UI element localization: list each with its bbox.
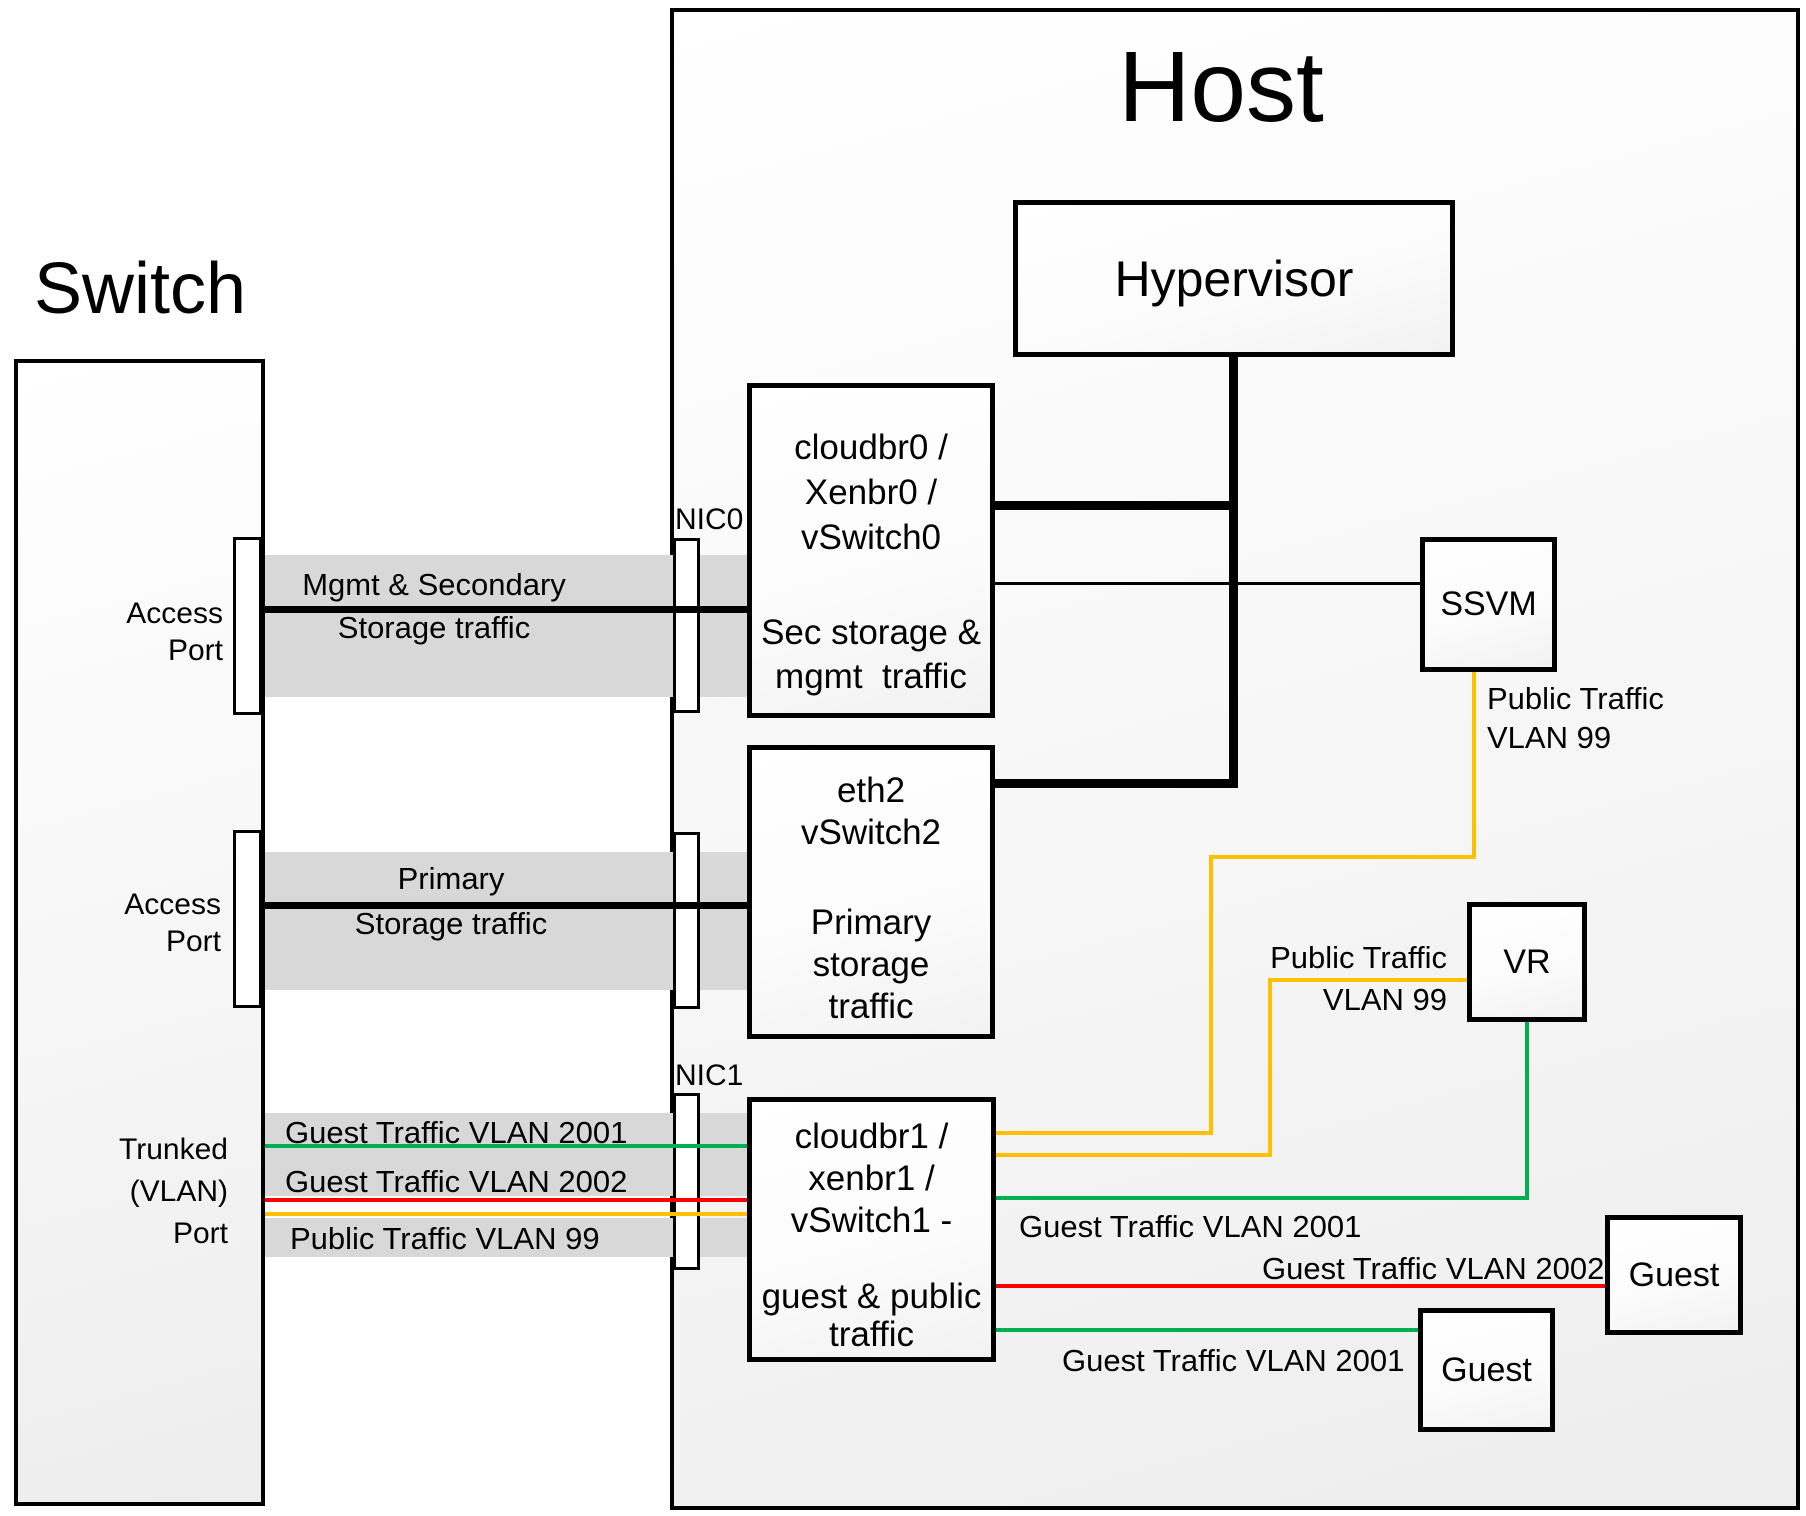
- access-port-top-label-line2: Port: [167, 634, 223, 667]
- guest2-green-line: [996, 1328, 1418, 1332]
- nic1-label: NIC1: [675, 1059, 744, 1092]
- trunked-port-label-line1: Trunked: [119, 1133, 228, 1166]
- bridge1-box: cloudbr1 / xenbr1 / vSwitch1 - guest & p…: [747, 1097, 996, 1362]
- ssvm-box: SSVM: [1420, 537, 1557, 672]
- eth2-text-line4: storage: [812, 945, 930, 984]
- eth2-box: eth2 vSwitch2 Primary storage traffic: [747, 745, 995, 1039]
- ssvm-public-label-line1: Public Traffic: [1487, 681, 1664, 716]
- guest2-label: Guest: [1441, 1350, 1532, 1389]
- vr-label: VR: [1503, 942, 1551, 981]
- switch-box: [14, 359, 265, 1506]
- bridge1-text-line3: vSwitch1 -: [790, 1201, 953, 1240]
- switch-access-port-top-rect: [233, 537, 262, 715]
- access-port-bottom-label-line1: Access: [124, 888, 221, 921]
- vr-guest-line-v: [1525, 1022, 1529, 1200]
- vr-public-line-v1: [1268, 978, 1272, 1157]
- trunked-port-label: Trunked (VLAN) Port: [68, 1129, 228, 1255]
- vr-public-label-line1: Public Traffic: [1270, 940, 1447, 975]
- bridge1-text-line5: traffic: [829, 1315, 914, 1354]
- guest1-traffic-label: Guest Traffic VLAN 2002: [1262, 1251, 1605, 1286]
- eth2-hypervisor-link-line: [995, 779, 1238, 788]
- ssvm-label: SSVM: [1440, 585, 1537, 623]
- access-port-top-label-line1: Access: [126, 597, 223, 630]
- guest1-red-line: [996, 1284, 1605, 1288]
- guest-traffic-band: [265, 1113, 747, 1196]
- vr-public-line-h2: [996, 1153, 1270, 1157]
- bridge1-text-line1: cloudbr1 /: [794, 1117, 949, 1156]
- eth2-port-rect: [673, 832, 700, 1009]
- ssvm-public-line-h2: [996, 1131, 1211, 1135]
- hypervisor-trunk-vertical-line: [1229, 357, 1238, 786]
- bridge1-text-line4: guest & public: [761, 1277, 982, 1316]
- trunked-port-label-line2: (VLAN): [129, 1175, 228, 1208]
- eth2-text-line2: vSwitch2: [800, 813, 942, 852]
- nic1-port-rect: [673, 1093, 700, 1270]
- yellow-vlan99-switch-line: [265, 1212, 747, 1216]
- primary-traffic-band: [265, 852, 747, 990]
- bridge0-hypervisor-link-line: [995, 501, 1238, 510]
- nic0-port-rect: [673, 538, 700, 713]
- switch-title: Switch: [33, 249, 247, 329]
- bridge0-text-line2: Xenbr0 /: [804, 473, 938, 512]
- vr-guest-line-h: [996, 1196, 1527, 1200]
- host-title: Host: [1118, 31, 1324, 143]
- bridge0-text-line4: Sec storage &: [761, 613, 981, 652]
- access-port-bottom-label: Access Port: [61, 886, 221, 960]
- eth2-text-line1: eth2: [836, 771, 906, 810]
- guest1-box: Guest: [1605, 1215, 1743, 1335]
- hypervisor-box: Hypervisor: [1013, 200, 1455, 357]
- bridge0-text-line1: cloudbr0 /: [794, 428, 948, 467]
- mgmt-band-label-line1: Mgmt & Secondary: [302, 567, 566, 602]
- primary-band-label-line2: Storage traffic: [354, 906, 548, 941]
- bridge0-box: cloudbr0 / Xenbr0 / vSwitch0 Sec storage…: [747, 383, 995, 718]
- vr-box: VR: [1467, 902, 1587, 1022]
- guest2-traffic-label: Guest Traffic VLAN 2001: [1062, 1343, 1405, 1378]
- primary-band-label-line1: Primary: [397, 861, 505, 896]
- eth2-text-line5: traffic: [828, 987, 914, 1026]
- vr-guest-traffic-label: Guest Traffic VLAN 2001: [1019, 1209, 1362, 1244]
- access-port-bottom-label-line2: Port: [165, 925, 221, 958]
- primary-storage-link-line: [262, 902, 749, 909]
- mgmt-traffic-band: [265, 555, 747, 697]
- trunk-vlan2002-label: Guest Traffic VLAN 2002: [285, 1164, 628, 1199]
- bridge0-text-line3: vSwitch0: [800, 518, 942, 557]
- bridge0-text-line5: mgmt traffic: [775, 657, 967, 696]
- hypervisor-label: Hypervisor: [1114, 250, 1354, 307]
- vr-public-line-h1: [1268, 978, 1467, 982]
- ssvm-public-line-v1: [1472, 672, 1476, 859]
- red-vlan2002-switch-line: [265, 1198, 747, 1202]
- access-port-top-label: Access Port: [63, 595, 223, 669]
- ssvm-public-line-h1: [1209, 855, 1476, 859]
- mgmt-band-label-line2: Storage traffic: [337, 610, 531, 645]
- ssvm-public-line-v2: [1209, 855, 1213, 1135]
- mgmt-storage-link-line: [262, 606, 749, 613]
- guest2-box: Guest: [1418, 1308, 1555, 1432]
- trunked-port-label-line3: Port: [172, 1217, 228, 1250]
- bridge0-ssvm-link-line: [995, 582, 1420, 585]
- ssvm-public-label-line2: VLAN 99: [1487, 720, 1612, 755]
- guest1-label: Guest: [1628, 1255, 1720, 1294]
- nic0-label: NIC0: [675, 503, 744, 536]
- bridge1-text-line2: xenbr1 /: [808, 1159, 935, 1198]
- trunk-vlan2001-label: Guest Traffic VLAN 2001: [285, 1115, 628, 1150]
- vr-public-label-line2: VLAN 99: [1322, 982, 1447, 1017]
- eth2-text-line3: Primary: [810, 903, 932, 942]
- switch-access-port-bottom-rect: [233, 830, 262, 1008]
- trunk-vlan99-label: Public Traffic VLAN 99: [290, 1221, 600, 1256]
- public-traffic-band: [265, 1218, 747, 1257]
- green-vlan2001-switch-line: [265, 1144, 747, 1148]
